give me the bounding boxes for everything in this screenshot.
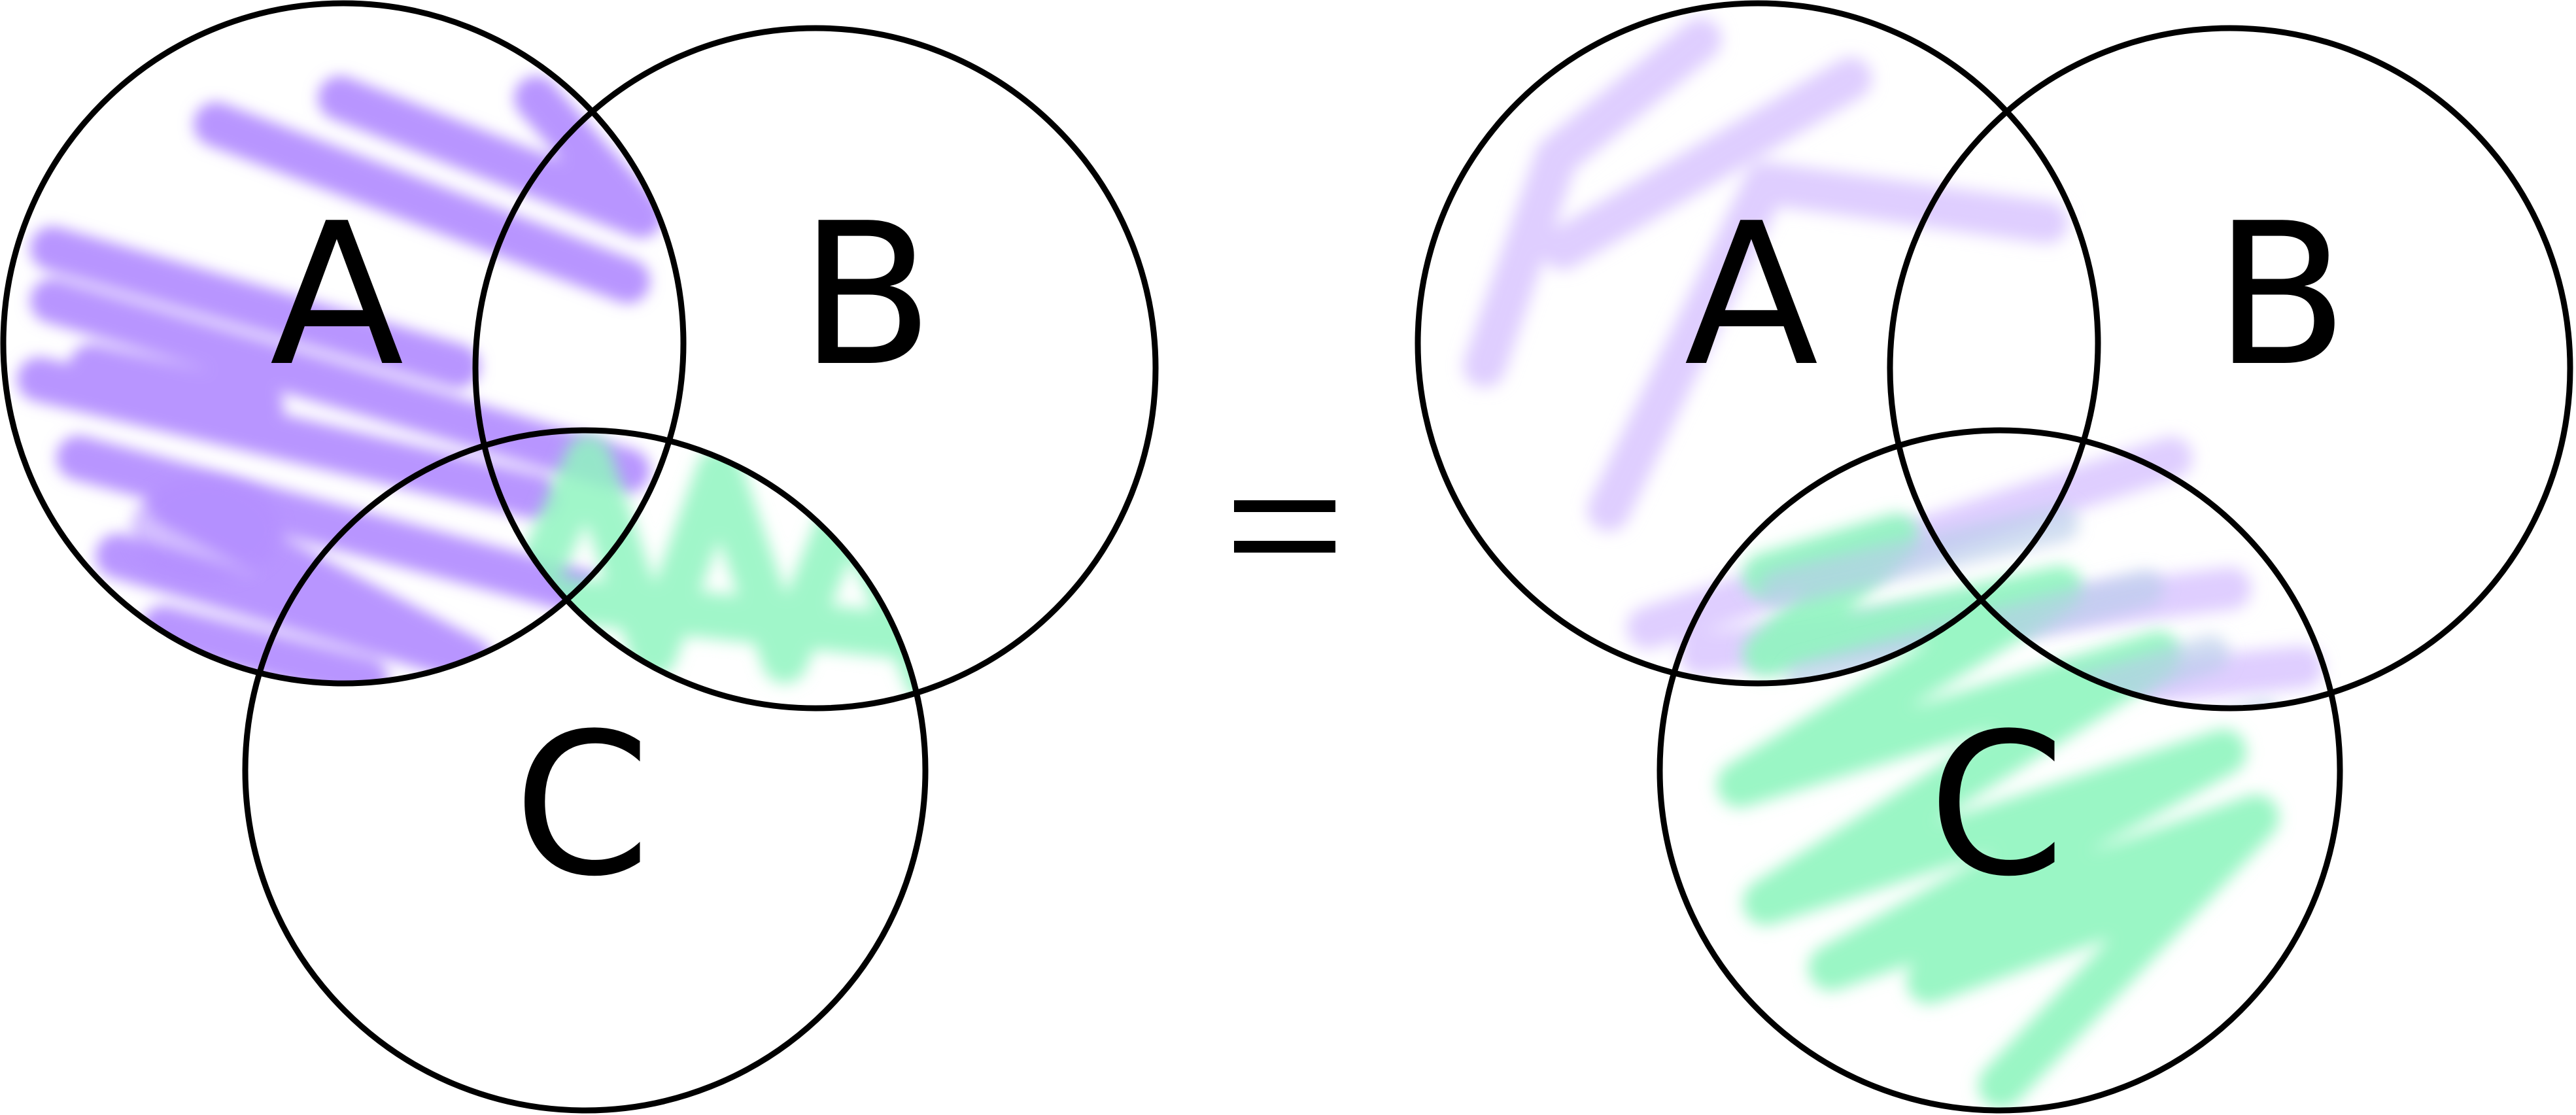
right-label-a: A: [1684, 181, 1819, 409]
left-label-b: B: [799, 181, 934, 409]
right-label-b: B: [2214, 181, 2348, 409]
equals-top-bar: [1234, 500, 1335, 512]
equals-bottom-bar: [1234, 541, 1335, 553]
left-circle-c: [242, 427, 929, 1114]
equals-sign: [1234, 500, 1335, 553]
right-circle-a: [1415, 0, 2101, 687]
left-label-c: C: [513, 691, 650, 919]
left-label-a: A: [269, 181, 404, 409]
scribble-set-a-dense-spot: [131, 477, 281, 582]
left-circle-b: [472, 25, 1159, 712]
right-circle-b: [1887, 25, 2573, 712]
right-circle-c: [1657, 427, 2343, 1114]
right-label-c: C: [1928, 691, 2065, 919]
right-venn: A B C: [1415, 0, 2573, 1114]
left-circle-a: [0, 0, 687, 687]
left-venn: A B C: [0, 0, 1159, 1114]
